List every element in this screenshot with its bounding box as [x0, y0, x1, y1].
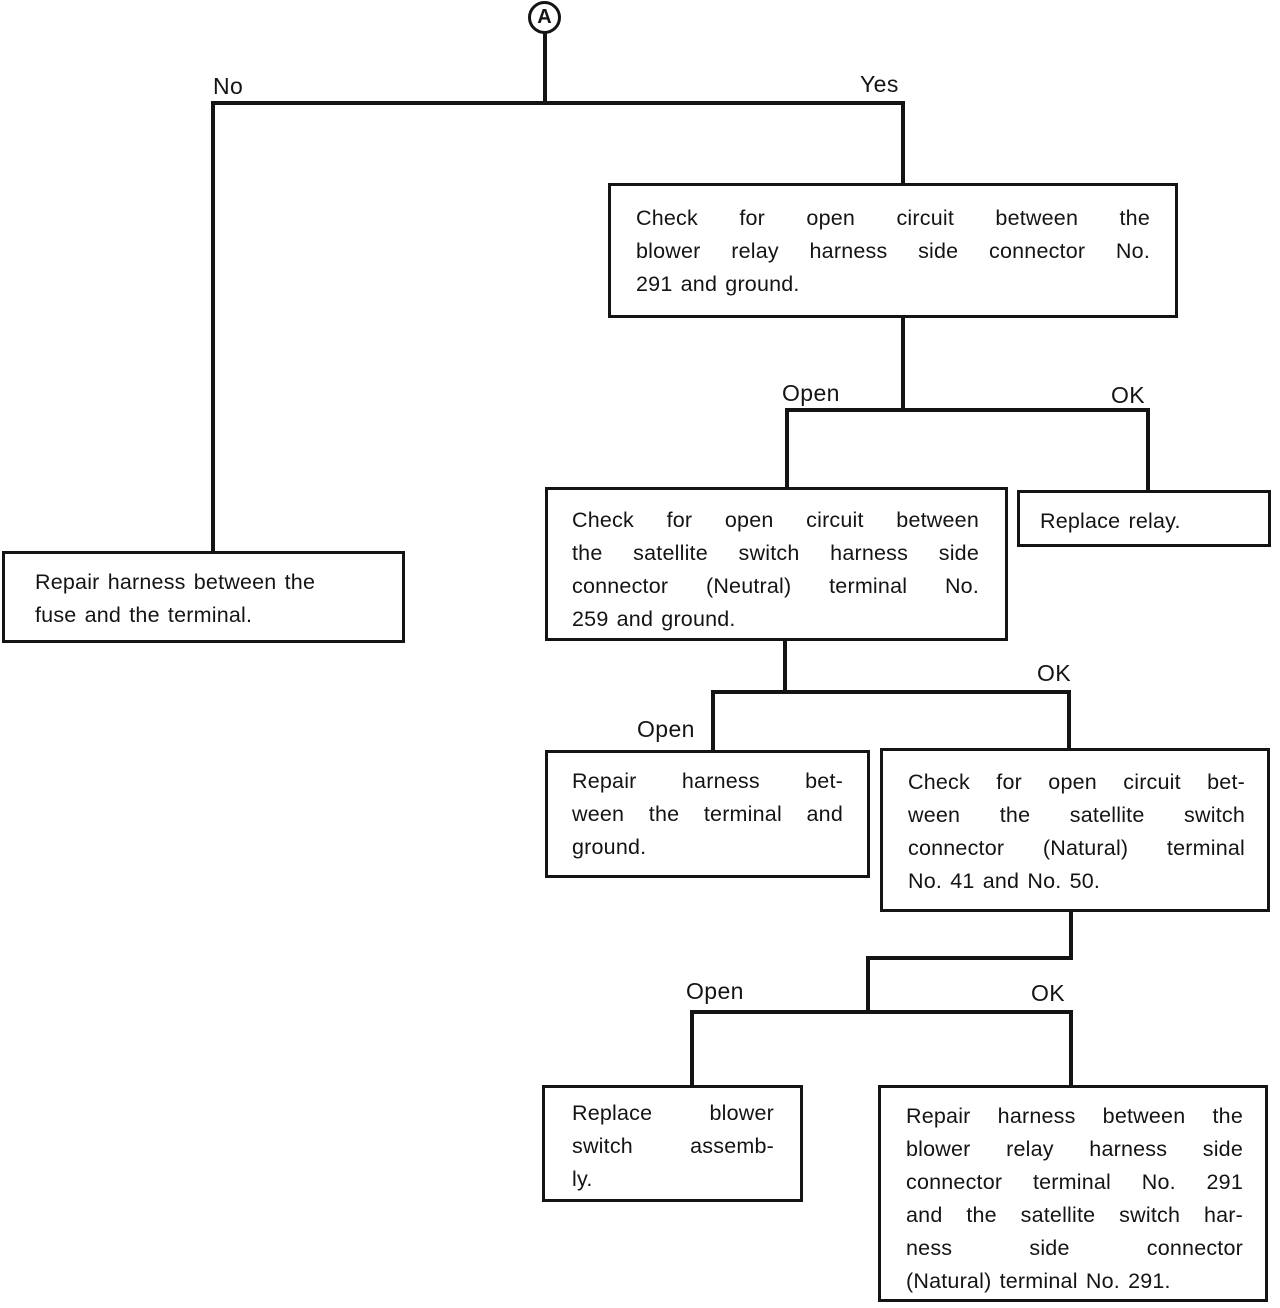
node-text-line: ween the satellite switch	[908, 803, 1245, 827]
node-text-line: connector (Neutral) terminal No.	[572, 574, 979, 598]
node-text-line: No. 41 and No. 50.	[908, 869, 1101, 893]
node-text-line: Check for open circuit between	[572, 508, 979, 532]
node-text-line: the satellite switch harness side	[572, 541, 979, 565]
edge-branch1-ok-leg	[1146, 408, 1150, 493]
node-check-satellite-neutral-circuit: Check for open circuit between the satel…	[545, 487, 1008, 641]
node-text-line: Replace relay.	[1040, 509, 1181, 533]
edge-top-split	[211, 101, 905, 105]
node-text-line: Check for open circuit bet-	[908, 770, 1245, 794]
edge-no-leg	[211, 101, 215, 553]
edge-connector-a-stem	[543, 33, 547, 101]
node-text-line: blower relay harness side	[906, 1137, 1243, 1161]
node-replace-blower-switch: Replace blower switch assemb- ly.	[542, 1085, 803, 1202]
node-text-line: Repair harness between the	[35, 570, 316, 594]
edge-branch1-open-leg	[785, 408, 789, 490]
connector-a-node: A	[528, 1, 561, 34]
node-check-blower-relay-circuit: Check for open circuit between the blowe…	[608, 183, 1178, 318]
edge-branch2-ok-leg	[1067, 690, 1071, 751]
branch-label-yes: Yes	[860, 71, 899, 97]
connector-a-label: A	[537, 6, 552, 28]
edge-check1-out	[901, 315, 905, 412]
branch-label-ok-1: OK	[1111, 382, 1146, 408]
node-repair-relay-to-satellite-harness: Repair harness between the blower relay …	[878, 1085, 1268, 1302]
edge-yes-leg	[901, 101, 905, 186]
node-replace-relay: Replace relay.	[1017, 490, 1271, 547]
node-text-line: switch assemb-	[572, 1134, 774, 1158]
node-text-line: (Natural) terminal No. 291.	[906, 1269, 1171, 1293]
node-text-line: ly.	[572, 1167, 593, 1191]
branch-label-open-1: Open	[782, 380, 840, 406]
node-text-line: blower relay harness side connector No.	[636, 239, 1150, 263]
node-text-line: Repair harness between the	[906, 1104, 1243, 1128]
branch-label-ok-2: OK	[1037, 660, 1072, 686]
edge-branch3-ok-leg	[1069, 1010, 1073, 1088]
branch-label-ok-3: OK	[1031, 980, 1066, 1006]
edge-check3-out	[1069, 909, 1073, 960]
node-text-line: ween the terminal and	[572, 802, 843, 826]
edge-branch2-open-leg	[711, 690, 715, 753]
node-text-line: 291 and ground.	[636, 272, 800, 296]
node-check-satellite-natural-circuit: Check for open circuit bet- ween the sat…	[880, 748, 1270, 912]
branch-label-no: No	[213, 73, 244, 99]
edge-branch1	[785, 408, 1150, 412]
node-repair-terminal-ground: Repair harness bet- ween the terminal an…	[545, 750, 870, 878]
node-text-line: ground.	[572, 835, 647, 859]
node-text-line: and the satellite switch har-	[906, 1203, 1243, 1227]
node-text-line: Check for open circuit between the	[636, 206, 1150, 230]
node-text-line: Repair harness bet-	[572, 769, 843, 793]
node-text-line: connector terminal No. 291	[906, 1170, 1243, 1194]
edge-branch3-open-leg	[690, 1010, 694, 1088]
branch-label-open-2: Open	[637, 716, 695, 742]
node-text-line: fuse and the terminal.	[35, 603, 253, 627]
edge-branch3	[690, 1010, 1073, 1014]
edge-check2-out	[783, 638, 787, 693]
edge-branch2	[711, 690, 1071, 694]
edge-check3-jog-vertical	[866, 956, 870, 1013]
node-repair-fuse-terminal: Repair harness between the fuse and the …	[2, 551, 405, 643]
branch-label-open-3: Open	[686, 978, 744, 1004]
node-text-line: connector (Natural) terminal	[908, 836, 1245, 860]
edge-check3-jog-horizontal	[866, 956, 1073, 960]
node-text-line: 259 and ground.	[572, 607, 736, 631]
node-text-line: Replace blower	[572, 1101, 774, 1125]
node-text-line: ness side connector	[906, 1236, 1243, 1260]
